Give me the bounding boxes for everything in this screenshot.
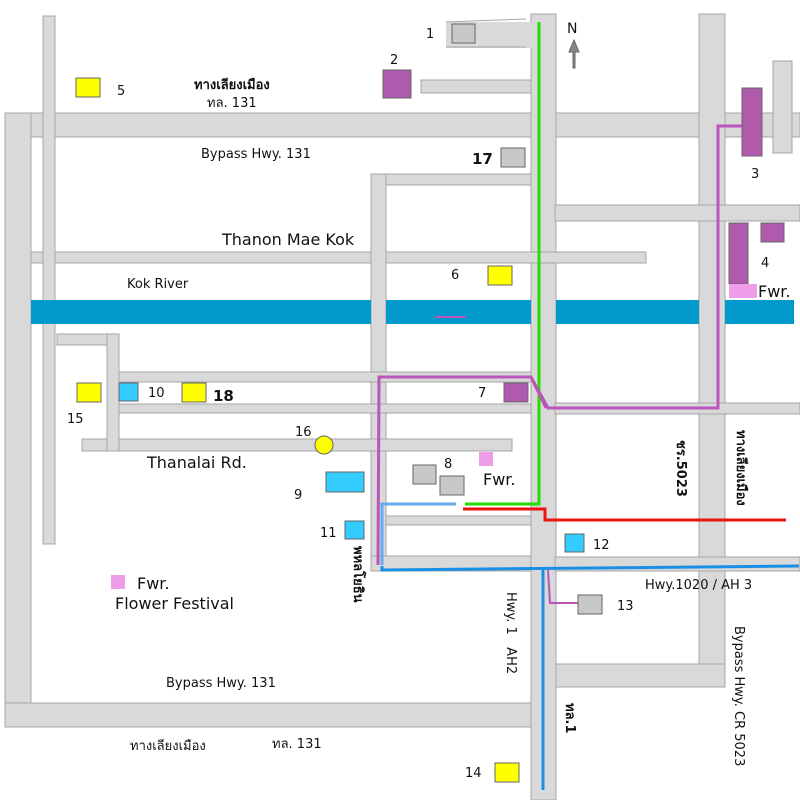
- road-left-vertical: [106, 333, 120, 452]
- label-bypass-top: Bypass Hwy. 131: [201, 147, 311, 162]
- marker-numbers: 1 2 3 4 5 6 7 8 9 10 11 12 13 14 15 16 1…: [67, 27, 769, 781]
- label-thai-bypass-bottom-2: ทล. 131: [272, 737, 322, 752]
- label-bypass-bottom: Bypass Hwy. 131: [166, 676, 276, 691]
- road-mae-kok: [30, 251, 647, 264]
- road-bypass-top: [4, 112, 800, 138]
- marker-10-label: 10: [148, 386, 165, 401]
- road-lower-cross: [385, 515, 532, 526]
- road-upper-thanalai: [113, 403, 532, 414]
- road-bypass-left: [4, 112, 32, 728]
- marker-14-label: 14: [465, 766, 482, 781]
- label-thai-bypass-bottom-1: ทางเลียงเมือง: [130, 738, 206, 754]
- river-segment-west: [31, 300, 371, 324]
- fireworks-near-4-label: Fwr.: [758, 282, 790, 301]
- marker-1-square[interactable]: [451, 23, 476, 44]
- marker-8-square-b[interactable]: [439, 475, 465, 496]
- road-top-1: [420, 79, 532, 94]
- north-arrow-icon: N: [567, 21, 580, 69]
- marker-10-square[interactable]: [118, 382, 139, 402]
- marker-7-label: 7: [478, 386, 486, 401]
- label-hwy1020: Hwy.1020 / AH 3: [645, 578, 752, 593]
- river-segment-east-2: [725, 300, 794, 324]
- route-light-blue: [380, 502, 456, 565]
- marker-11-square[interactable]: [344, 520, 365, 540]
- marker-15-square[interactable]: [76, 382, 102, 403]
- marker-13-square[interactable]: [577, 594, 603, 615]
- label-thai-phahonyothin: พหลโยธิน: [350, 546, 367, 603]
- marker-3-label: 3: [751, 167, 759, 182]
- road-labels: ทางเลียงเมือง ทล. 131 Bypass Hwy. 131 Th…: [127, 77, 752, 766]
- fireworks-legend-desc: Flower Festival: [115, 594, 234, 613]
- marker-14-square[interactable]: [494, 762, 520, 783]
- label-thanon-mae-kok: Thanon Mae Kok: [221, 230, 355, 249]
- marker-9-label: 9: [294, 488, 302, 503]
- marker-12-label: 12: [593, 538, 610, 553]
- marker-15-label: 15: [67, 412, 84, 427]
- label-thai-hwy1: ทล.1: [562, 703, 577, 734]
- label-hwy1-ah2: Hwy. 1 AH2: [503, 592, 518, 674]
- marker-8-label: 8: [444, 457, 452, 472]
- road-top-right-bar: [772, 60, 793, 154]
- marker-8-square-a[interactable]: [412, 464, 437, 485]
- route-purple-branch: [529, 376, 548, 409]
- marker-4-label: 4: [761, 256, 769, 271]
- route-purple: [376, 124, 742, 566]
- road-bypass-right-link: [554, 663, 726, 688]
- route-blue: [380, 564, 800, 572]
- marker-13-label: 13: [617, 599, 634, 614]
- fireworks-near-4-square[interactable]: [729, 284, 757, 298]
- marker-4-square[interactable]: [760, 222, 785, 243]
- kok-river-water: [31, 300, 794, 324]
- label-thai-bypass-top-2: ทล. 131: [207, 96, 257, 111]
- fireworks-legend-square: [111, 575, 125, 589]
- label-bypass-cr5023: Bypass Hwy. CR 5023: [731, 626, 746, 766]
- river-segment-east-1: [556, 300, 699, 324]
- markers: [75, 23, 785, 783]
- marker-1-label: 1: [426, 27, 434, 42]
- label-thai-bypass-top-1: ทางเลียงเมือง: [194, 77, 270, 93]
- marker-17-label: 17: [472, 150, 493, 168]
- road-phahonyothin-south: [370, 555, 532, 572]
- fireworks-near-8-label: Fwr.: [483, 470, 515, 489]
- label-thanalai: Thanalai Rd.: [146, 453, 247, 472]
- river-segment-mid: [386, 300, 531, 324]
- marker-17-square[interactable]: [500, 147, 526, 168]
- marker-6-label: 6: [451, 268, 459, 283]
- marker-16-label: 16: [295, 425, 312, 440]
- marker-9-rect[interactable]: [325, 471, 365, 493]
- marker-12-square[interactable]: [564, 533, 585, 553]
- road-left-long: [42, 15, 56, 545]
- marker-7-square[interactable]: [503, 382, 529, 403]
- fireworks-labels: Fwr. Fwr. Fwr. Flower Festival: [115, 282, 790, 613]
- fireworks-legend-label: Fwr.: [137, 574, 169, 593]
- route-green: [465, 22, 541, 506]
- marker-11-label: 11: [320, 526, 337, 541]
- marker-3-bar[interactable]: [741, 87, 763, 157]
- route-red: [463, 507, 786, 522]
- road-mae-kok-spur: [370, 173, 532, 186]
- marker-2-label: 2: [390, 53, 398, 68]
- fireworks-near-8-square[interactable]: [479, 452, 493, 466]
- marker-18-square[interactable]: [181, 382, 207, 403]
- road-bypass-bottom: [4, 702, 533, 728]
- marker-16-circle[interactable]: [314, 435, 334, 455]
- marker-5-label: 5: [117, 84, 125, 99]
- routes: [376, 22, 800, 790]
- compass-label: N: [567, 21, 577, 37]
- marker-4-bar[interactable]: [728, 222, 749, 285]
- road-right-cross-1: [554, 204, 800, 222]
- route-purple-south: [547, 569, 580, 604]
- label-thai-bypass-right: ทางเลียงเมือง: [733, 430, 749, 506]
- marker-5-square[interactable]: [75, 77, 101, 98]
- marker-18-label: 18: [213, 387, 234, 405]
- marker-6-square[interactable]: [487, 265, 513, 286]
- road-top-strip-edge: [445, 18, 527, 23]
- label-kok-river: Kok River: [127, 277, 189, 292]
- label-thai-cr5023: ชร.5023: [673, 440, 688, 497]
- marker-2-square[interactable]: [382, 69, 412, 99]
- road-thanalai: [81, 438, 513, 452]
